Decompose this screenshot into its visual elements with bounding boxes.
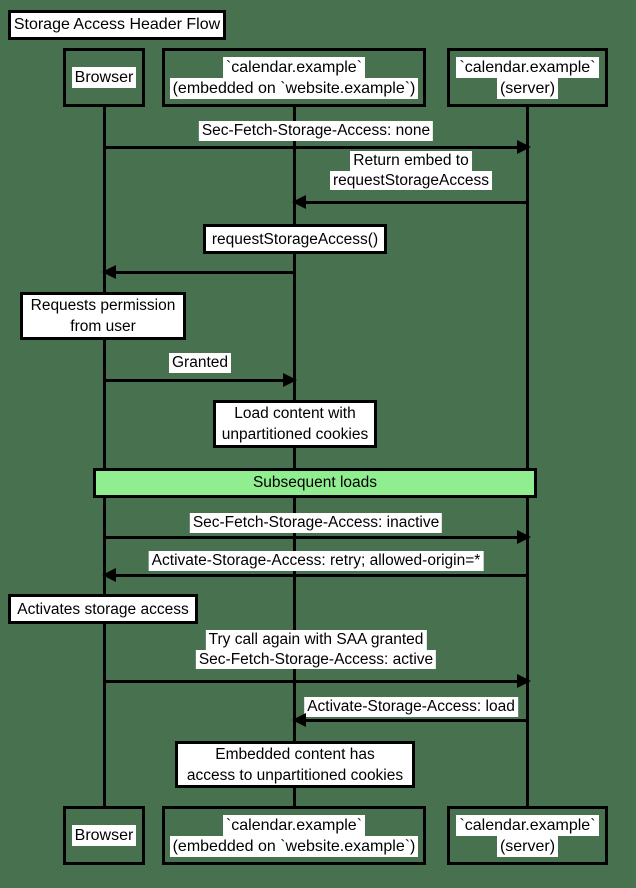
message-arrow-activate-load (292, 713, 529, 727)
participant-embedded-bottom: `calendar.example` (embedded on `website… (162, 806, 426, 865)
lifeline-embedded-calendar (293, 107, 296, 806)
participant-server-top: `calendar.example` (server) (447, 48, 608, 107)
participant-server-bottom: `calendar.example` (server) (447, 806, 608, 865)
participant-embedded-label-line1: `calendar.example` (222, 814, 366, 836)
message-label-granted: Granted (168, 353, 232, 373)
participant-browser-bottom: Browser (63, 806, 145, 865)
message-arrow-sec-fetch-inactive (103, 530, 531, 544)
message-arrow-activate-retry (102, 568, 528, 582)
participant-server-label-line1: `calendar.example` (456, 56, 599, 78)
participant-server-label-line1: `calendar.example` (456, 814, 599, 836)
participant-browser-top: Browser (63, 48, 145, 107)
lifeline-server (526, 107, 529, 806)
message-label-try-again: Try call again with SAA granted Sec-Fetc… (195, 630, 437, 669)
arrowhead-left-icon (102, 568, 116, 582)
note-request-storage-access: requestStorageAccess() (203, 224, 387, 254)
message-arrow-request-storage-access (102, 265, 295, 279)
participant-embedded-top: `calendar.example` (embedded on `website… (162, 48, 426, 107)
message-arrow-sec-fetch-none (103, 140, 531, 154)
participant-browser-label: Browser (71, 67, 137, 88)
message-label-sec-fetch-inactive: Sec-Fetch-Storage-Access: inactive (189, 513, 443, 533)
arrowhead-right-icon (517, 530, 531, 544)
note-load-content: Load content with unpartitioned cookies (213, 400, 377, 448)
lifeline-browser (103, 107, 106, 806)
participant-server-label-line2: (server) (496, 835, 559, 857)
note-activates-storage-access: Activates storage access (8, 594, 198, 624)
participant-server-label-line2: (server) (496, 77, 559, 99)
participant-embedded-label-line2: (embedded on `website.example`) (169, 835, 419, 857)
arrowhead-right-icon (283, 373, 297, 387)
arrowhead-left-icon (292, 713, 306, 727)
diagram-title: Storage Access Header Flow (8, 10, 226, 40)
note-embedded-content-access: Embedded content has access to unpartiti… (175, 741, 415, 788)
participant-browser-label: Browser (71, 825, 137, 846)
arrowhead-left-icon (292, 195, 306, 209)
message-label-sec-fetch-none: Sec-Fetch-Storage-Access: none (198, 121, 434, 141)
message-arrow-return-embed (292, 195, 529, 209)
arrowhead-right-icon (517, 674, 531, 688)
message-label-activate-retry: Activate-Storage-Access: retry; allowed-… (148, 551, 484, 571)
banner-subsequent-loads: Subsequent loads (93, 468, 537, 498)
message-arrow-try-again (103, 674, 531, 688)
message-arrow-granted (104, 373, 297, 387)
note-requests-permission: Requests permission from user (20, 292, 186, 340)
arrowhead-left-icon (102, 265, 116, 279)
participant-embedded-label-line1: `calendar.example` (222, 56, 366, 78)
arrowhead-right-icon (517, 140, 531, 154)
diagram-title-text: Storage Access Header Flow (13, 16, 221, 33)
message-label-activate-load: Activate-Storage-Access: load (304, 697, 518, 717)
message-label-return-embed: Return embed to requestStorageAccess (330, 151, 492, 190)
participant-embedded-label-line2: (embedded on `website.example`) (169, 77, 419, 99)
